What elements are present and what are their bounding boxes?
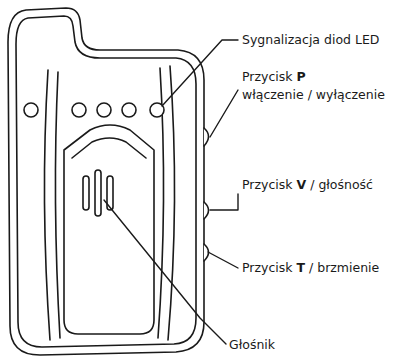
leader-line <box>208 252 238 268</box>
leader-line <box>210 194 238 210</box>
led <box>24 103 38 117</box>
button-v <box>204 202 209 219</box>
led <box>122 103 136 117</box>
speaker-panel-ridge <box>72 138 146 158</box>
led <box>97 103 111 117</box>
button-callout: Przycisk V / głośność <box>242 176 373 194</box>
button-callout: Przycisk T / brzmienie <box>242 259 379 277</box>
housing-rim <box>16 16 196 347</box>
button-callout: Przycisk P włączenie / wyłączenie <box>242 68 385 104</box>
led <box>72 103 86 117</box>
device-housing <box>8 8 204 355</box>
speaker-slot <box>95 170 101 216</box>
button-p <box>204 128 209 146</box>
speaker-panel <box>64 125 154 334</box>
leader-line <box>162 40 238 106</box>
leader-line <box>104 200 226 344</box>
panel-line <box>44 70 50 340</box>
leader-line <box>210 90 238 137</box>
led-callout: Sygnalizacja diod LED <box>242 31 380 49</box>
speaker-callout: Głośnik <box>229 336 275 354</box>
panel-line <box>55 72 60 338</box>
panel-line <box>168 66 175 340</box>
speaker-slot <box>83 176 89 210</box>
